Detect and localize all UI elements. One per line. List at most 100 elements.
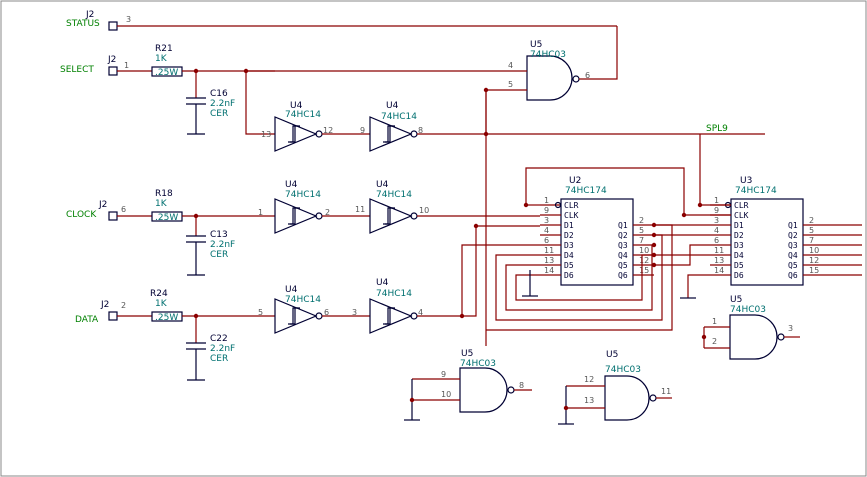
pin-name: D5 <box>734 261 744 270</box>
u2-d4-loop <box>495 234 663 321</box>
pin-name: Q2 <box>788 231 798 240</box>
pin-name: D4 <box>734 251 744 260</box>
inverter-part: 74HC14 <box>285 295 321 305</box>
junction-dot <box>563 405 569 411</box>
resistor-ref: R18 <box>155 189 173 199</box>
inverter-part: 74HC14 <box>376 289 412 299</box>
pin-name: Q6 <box>618 271 628 280</box>
pin-number: 4 <box>714 226 719 235</box>
junction-dot <box>193 313 199 319</box>
junction-dot <box>193 213 199 219</box>
gate-part: 74HC03 <box>605 365 641 375</box>
resistor-ref: R21 <box>155 44 173 54</box>
net-label-select: SELECT <box>60 65 94 75</box>
pin-number: 13 <box>584 396 594 405</box>
inverter-ref: U4 <box>285 285 298 295</box>
flipflop-u3: U3 74HC174 1CLR9CLK3D14D26D311D413D514D6… <box>710 176 824 286</box>
gate-ref: U5 <box>461 349 473 359</box>
connector-select: J2 1 SELECT <box>60 55 152 76</box>
pin-number: 3 <box>788 324 793 333</box>
inverter-u4-b: U4 74HC14 9 8 <box>360 101 765 152</box>
pin-name: Q4 <box>788 251 798 260</box>
junction-dot <box>483 131 489 137</box>
pin-number: 10 <box>419 206 429 215</box>
pin-number: 6 <box>585 71 590 80</box>
inverter-u4-c: U4 74HC14 1 2 <box>258 180 370 234</box>
pin-name: Q6 <box>788 271 798 280</box>
pin-number: 2 <box>325 208 330 217</box>
pin-name: Q4 <box>618 251 628 260</box>
nand-gate-u5-b: U5 74HC03 1 2 3 <box>703 295 800 360</box>
pin-number: 6 <box>324 308 329 317</box>
pin-number: 5 <box>639 226 644 235</box>
pin-number: 4 <box>418 308 423 317</box>
pin-name: D6 <box>564 271 574 280</box>
pin-number: 10 <box>639 246 649 255</box>
capacitor-ref: C13 <box>210 230 228 240</box>
nand-gate-u5-c: U5 74HC03 9 10 8 <box>404 349 532 421</box>
gate-part: 74HC03 <box>730 305 766 315</box>
pin-name: CLK <box>734 211 749 220</box>
junction-dot <box>243 68 249 74</box>
pin-number: 6 <box>544 236 549 245</box>
pin-number: 5 <box>508 80 513 89</box>
pin-number: 15 <box>639 266 649 275</box>
pin-number: 1 <box>712 317 717 326</box>
pin-name: Q1 <box>788 221 798 230</box>
capacitor-c16: C16 2.2nF CER <box>186 71 235 135</box>
pin-name: Q3 <box>788 241 798 250</box>
connector-clock: J2 6 CLOCK <box>66 200 152 221</box>
pin-number: 12 <box>639 256 649 265</box>
net-label-spl9: SPL9 <box>706 124 728 134</box>
pin-number: 2 <box>121 301 126 310</box>
gate-part: 74HC03 <box>530 50 566 60</box>
pin-number: 5 <box>258 308 263 317</box>
pin-name: CLR <box>734 201 749 210</box>
pin-name: CLK <box>564 211 579 220</box>
pin-number: 6 <box>121 205 126 214</box>
pin-number: 14 <box>714 266 724 275</box>
inverter-part: 74HC14 <box>285 190 321 200</box>
pin-name: D6 <box>734 271 744 280</box>
pin-name: CLR <box>564 201 579 210</box>
pin-name: Q3 <box>618 241 628 250</box>
resistor-r24: R24 1K .25W <box>150 289 275 323</box>
clock-bus-to-u3 <box>525 167 731 216</box>
inverter-ref: U4 <box>386 101 399 111</box>
resistor-rating: .25W <box>155 313 178 323</box>
gate-ref: U5 <box>530 40 542 50</box>
pin-number: 2 <box>712 337 717 346</box>
inverter-u4-e: U4 74HC14 5 6 <box>258 285 370 334</box>
inverter-ref: U4 <box>285 180 298 190</box>
u3-d6-ground <box>687 274 710 298</box>
capacitor-value: 2.2nF <box>210 240 235 250</box>
pin-number: 7 <box>809 236 814 245</box>
gate-part: 74HC03 <box>460 359 496 369</box>
flipflop-part: 74HC174 <box>735 186 777 196</box>
net-label-data: DATA <box>75 315 99 325</box>
pin-number: 13 <box>544 256 554 265</box>
capacitor-ref: C22 <box>210 334 228 344</box>
junction-dot <box>651 222 657 228</box>
capacitor-value: 2.2nF <box>210 99 235 109</box>
pin-number: 2 <box>809 216 814 225</box>
pin-name: D3 <box>734 241 744 250</box>
pin-number: 12 <box>809 256 819 265</box>
pin-number: 1 <box>124 61 129 70</box>
inverter-ref: U4 <box>290 101 303 111</box>
pin-number: 9 <box>360 126 365 135</box>
pin-number: 2 <box>639 216 644 225</box>
junction-dot <box>681 212 687 218</box>
connector-ref: J2 <box>100 300 109 310</box>
pin-name: D2 <box>564 231 574 240</box>
pin-number: 1 <box>714 196 719 205</box>
junction-dot <box>193 68 199 74</box>
gate-ref: U5 <box>730 295 742 305</box>
pin-name: D1 <box>564 221 574 230</box>
inverter-ref: U4 <box>376 180 389 190</box>
pin-number: 3 <box>126 15 131 24</box>
inverter-u4-f: U4 74HC14 3 4 <box>352 225 540 334</box>
pin-number: 11 <box>544 246 554 255</box>
pin-number: 10 <box>809 246 819 255</box>
junction-dot <box>701 334 707 340</box>
